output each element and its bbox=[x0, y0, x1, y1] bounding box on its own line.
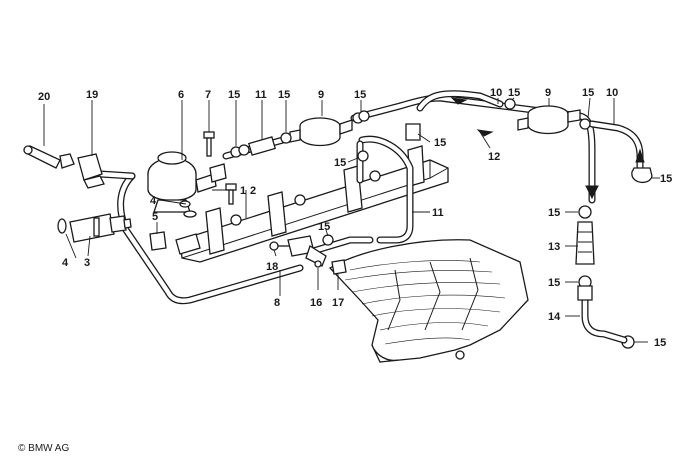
callout-17: 17 bbox=[332, 297, 344, 309]
callout-12: 12 bbox=[488, 151, 500, 163]
callout-labels: 20 19 6 7 15 11 15 9 15 10 15 9 15 10 15… bbox=[38, 87, 672, 349]
callout-15: 15 bbox=[548, 207, 560, 219]
callout-11: 11 bbox=[432, 207, 444, 219]
callout-2: 2 bbox=[250, 185, 256, 197]
callout-15: 15 bbox=[354, 89, 366, 101]
callout-14: 14 bbox=[548, 311, 561, 323]
callout-9: 9 bbox=[318, 89, 324, 101]
callout-9: 9 bbox=[545, 87, 551, 99]
callout-15: 15 bbox=[434, 137, 446, 149]
callout-10: 10 bbox=[490, 87, 502, 99]
callout-10: 10 bbox=[606, 87, 618, 99]
return-hose-assembly bbox=[96, 90, 645, 305]
callout-18: 18 bbox=[266, 261, 278, 273]
callout-15: 15 bbox=[228, 89, 240, 101]
callout-15: 15 bbox=[548, 277, 560, 289]
callout-13: 13 bbox=[548, 241, 560, 253]
callout-5: 5 bbox=[152, 211, 158, 223]
callout-6: 6 bbox=[178, 89, 184, 101]
callout-15: 15 bbox=[278, 89, 290, 101]
callout-15: 15 bbox=[318, 221, 330, 233]
callout-1: 1 bbox=[240, 185, 246, 197]
callout-3: 3 bbox=[84, 257, 90, 269]
callout-8: 8 bbox=[274, 297, 280, 309]
callout-19: 19 bbox=[86, 89, 98, 101]
pressure-regulator bbox=[147, 151, 227, 213]
callout-4: 4 bbox=[150, 195, 157, 207]
callout-16: 16 bbox=[310, 297, 322, 309]
thermo-valve bbox=[269, 235, 347, 275]
check-valve-and-hose bbox=[575, 221, 628, 344]
callout-15: 15 bbox=[582, 87, 594, 99]
callout-15: 15 bbox=[654, 337, 666, 349]
bolts bbox=[179, 131, 237, 218]
callout-20: 20 bbox=[38, 91, 50, 103]
callout-15: 15 bbox=[508, 87, 520, 99]
callout-15: 15 bbox=[660, 173, 672, 185]
leader-lines bbox=[43, 97, 660, 343]
copyright-notice: © BMW AG bbox=[18, 443, 70, 454]
callout-4: 4 bbox=[62, 257, 69, 269]
injector-group bbox=[23, 145, 201, 255]
callout-15: 15 bbox=[334, 157, 346, 169]
callout-7: 7 bbox=[205, 89, 211, 101]
callout-11: 11 bbox=[255, 89, 267, 101]
intake-manifold-drawing bbox=[328, 239, 529, 363]
